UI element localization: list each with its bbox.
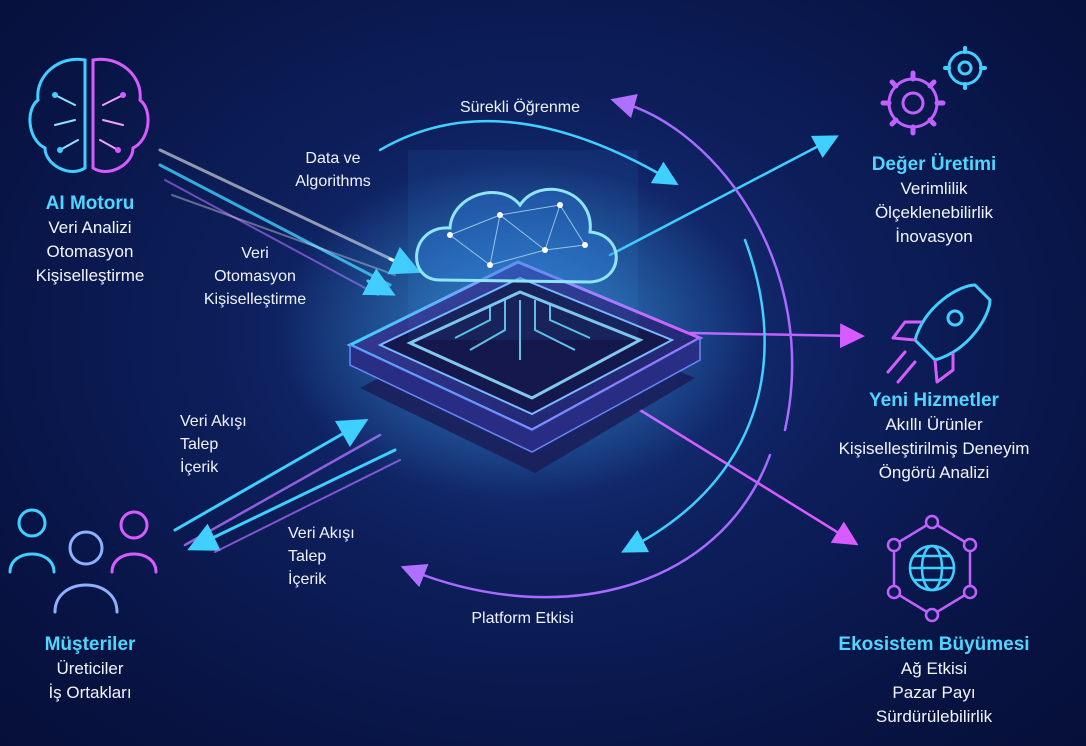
ai-engine-line-3: Kişiselleştirme	[35, 266, 145, 285]
customers-title: Müşteriler	[44, 634, 136, 655]
flow-continuous-learning: Sürekli Öğrenme	[459, 99, 581, 116]
ecosystem-title: Ekosistem Büyümesi	[838, 634, 1030, 655]
people-icon	[8, 508, 158, 614]
central-platform	[278, 160, 758, 500]
new-services-block: Yeni Hizmetler Akıllı Ürünler Kişiselleş…	[812, 389, 1056, 485]
flow-customer-in: Veri Akışı Talep İçerik	[180, 410, 290, 479]
flow-data-algorithms-line-1: Data ve	[305, 150, 361, 167]
value-creation-block: Değer Üretimi Verimlilik Ölçeklenebilirl…	[830, 153, 1038, 249]
rocket-icon	[886, 283, 992, 384]
gears-icon	[880, 46, 987, 136]
new-services-line-3: Öngörü Analizi	[878, 463, 990, 482]
value-creation-line-2: Ölçeklenebilirlik	[874, 203, 994, 222]
ecosystem-line-2: Pazar Payı	[892, 683, 976, 702]
ecosystem-line-1: Ağ Etkisi	[900, 659, 968, 678]
flow-platform-effect: Platform Etkisi	[471, 610, 574, 627]
ai-engine-block: AI Motoru Veri Analizi Otomasyon Kişisel…	[10, 192, 170, 288]
flow-veri-otomasyon-line-3: Kişiselleştirme	[203, 291, 307, 308]
ai-engine-line-1: Veri Analizi	[48, 218, 132, 237]
cloud-chip-icon	[408, 150, 638, 340]
new-services-line-2: Kişiselleştirilmiş Deneyim	[838, 439, 1030, 458]
value-creation-title: Değer Üretimi	[871, 154, 997, 175]
flow-data-algorithms-line-2: Algorithms	[295, 173, 371, 190]
brain-icon	[28, 57, 150, 173]
new-services-title: Yeni Hizmetler	[869, 390, 999, 411]
customers-line-2: İş Ortakları	[48, 683, 132, 702]
value-creation-line-1: Verimlilik	[900, 179, 968, 198]
flow-customer-out-line-3: İçerik	[288, 571, 327, 588]
customers-block: Müşteriler Üreticiler İş Ortakları	[10, 633, 170, 705]
flow-veri-otomasyon-line-1: Veri	[241, 245, 269, 262]
flow-customer-out-line-2: Talep	[288, 548, 327, 565]
ecosystem-block: Ekosistem Büyümesi Ağ Etkisi Pazar Payı …	[812, 633, 1056, 729]
customers-line-1: Üreticiler	[56, 659, 124, 678]
flow-veri-otomasyon-line-2: Otomasyon	[214, 268, 296, 285]
feedback-arcs	[378, 94, 794, 599]
globe-network-icon	[886, 514, 978, 623]
flow-customer-in-line-2: Talep	[180, 436, 219, 453]
new-services-line-1: Akıllı Ürünler	[885, 415, 983, 434]
ai-engine-title: AI Motoru	[45, 193, 135, 214]
flow-customer-in-line-3: İçerik	[180, 459, 219, 476]
flow-customer-out-line-1: Veri Akışı	[288, 525, 355, 542]
flow-data-algorithms: Data ve Algorithms	[268, 147, 398, 193]
value-creation-line-3: İnovasyon	[895, 227, 973, 246]
flow-customer-in-line-1: Veri Akışı	[180, 413, 247, 430]
ai-engine-line-2: Otomasyon	[46, 242, 134, 261]
ecosystem-line-3: Sürdürülebilirlik	[875, 707, 993, 726]
flow-customer-out: Veri Akışı Talep İçerik	[288, 522, 398, 591]
customer-arrows	[173, 419, 401, 553]
flow-veri-otomasyon: Veri Otomasyon Kişiselleştirme	[180, 242, 330, 311]
